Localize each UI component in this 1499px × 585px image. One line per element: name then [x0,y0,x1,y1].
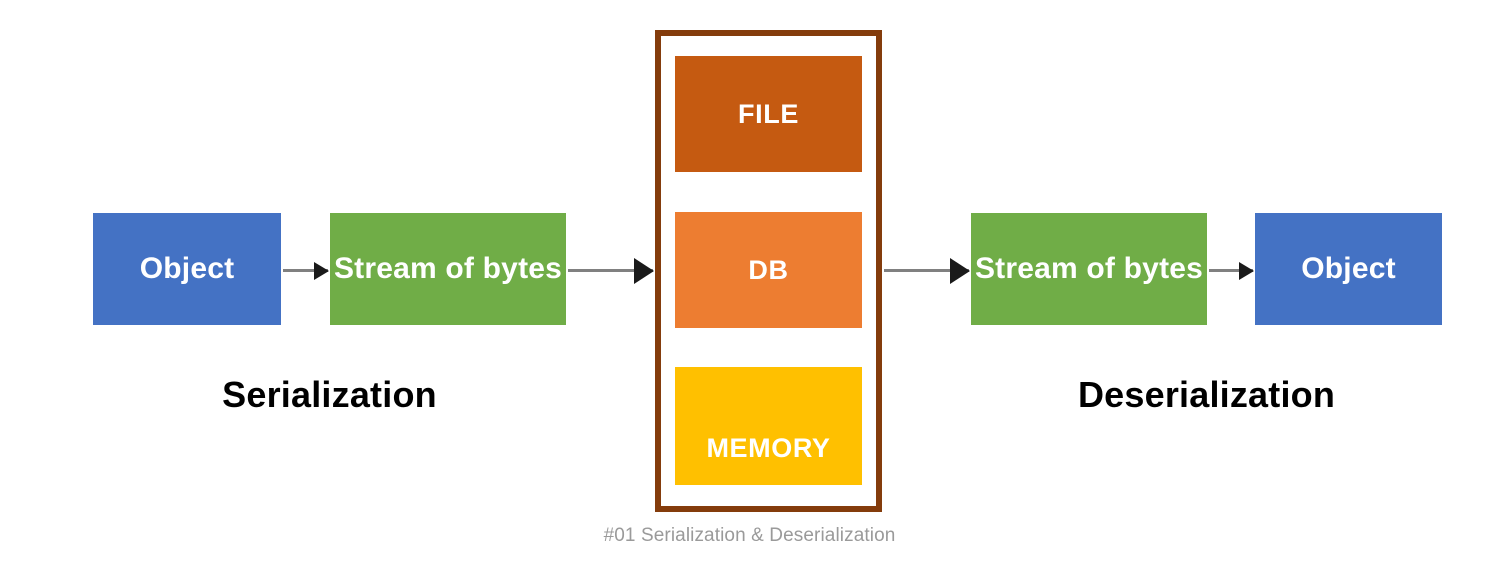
node-object-left: Object [93,213,281,325]
arrow-stream-left-to-storage [568,257,654,284]
node-object-right: Object [1255,213,1442,325]
node-stream-of-bytes-left: Stream of bytes [330,213,566,325]
section-label-serialization: Serialization [222,374,437,415]
storage-target-memory: MEMORY [675,367,862,485]
arrow-stream-right-to-object [1209,261,1254,280]
storage-target-file: FILE [675,56,862,172]
node-stream-of-bytes-right: Stream of bytes [971,213,1207,325]
section-label-deserialization: Deserialization [1077,374,1336,415]
diagram-caption: #01 Serialization & Deserialization [603,525,896,546]
arrow-object-to-stream-left [283,261,329,280]
storage-target-db: DB [675,212,862,328]
arrow-storage-to-stream-right [884,257,970,284]
